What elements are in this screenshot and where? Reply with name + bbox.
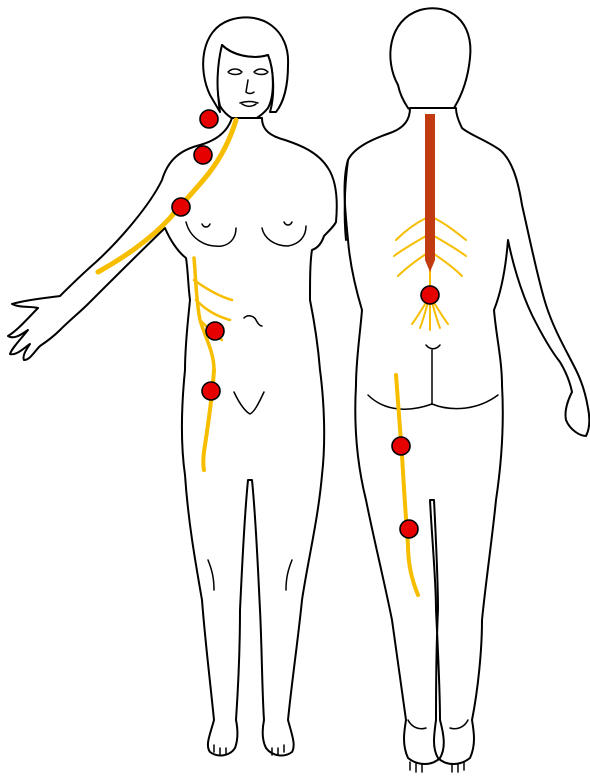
spinal-cord	[425, 114, 435, 272]
back-figure	[345, 8, 590, 772]
marker-abdomen	[206, 322, 224, 340]
marker-axilla	[172, 198, 190, 216]
back-head	[390, 8, 470, 114]
marker-groin	[202, 382, 220, 400]
marker-neck	[200, 110, 218, 128]
marker-lumbar-spine	[421, 286, 439, 304]
marker-back-knee	[400, 520, 418, 538]
front-figure	[8, 17, 337, 755]
marker-shoulder	[194, 146, 212, 164]
back-body	[345, 108, 590, 764]
marker-back-thigh	[392, 437, 410, 455]
front-face	[218, 45, 273, 122]
